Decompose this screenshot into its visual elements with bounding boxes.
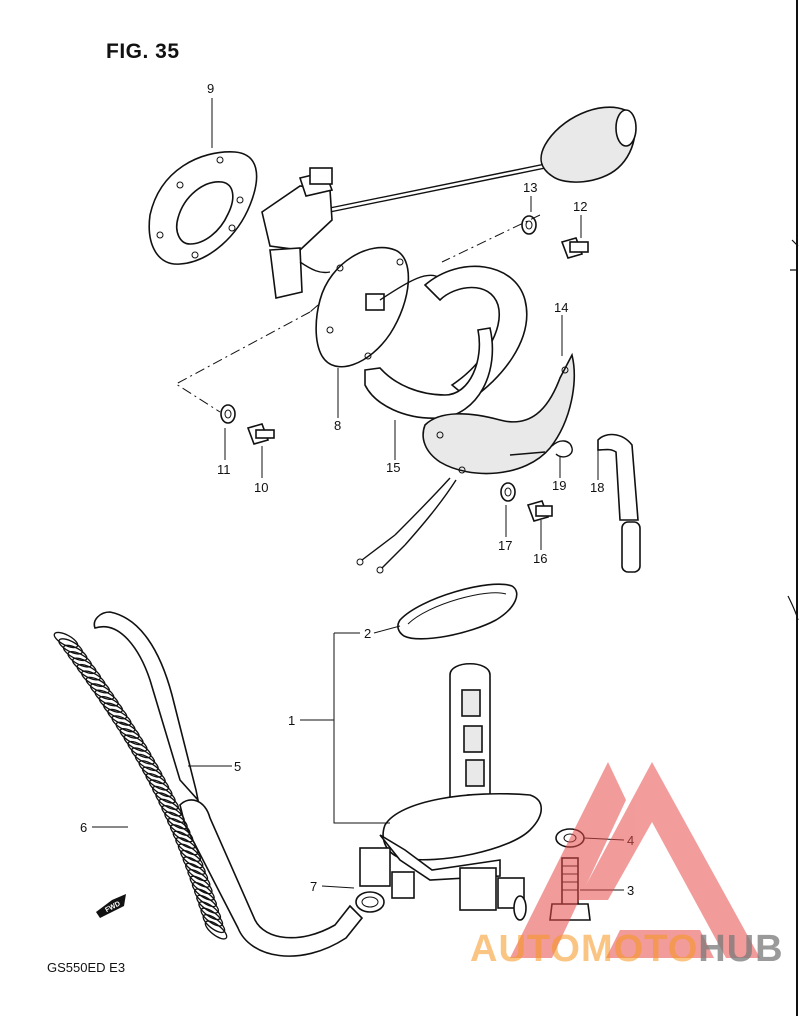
washer-13-part	[521, 215, 537, 235]
callout-11: 11	[217, 462, 231, 477]
bolt-12-part	[560, 237, 589, 259]
fwd-arrow-icon: FWD	[96, 894, 126, 918]
spring-coil	[107, 708, 132, 726]
spring-coil	[115, 721, 140, 739]
spring-coil	[204, 920, 228, 940]
callout-13: 13	[523, 180, 537, 195]
callout-5: 5	[234, 759, 241, 774]
spring-coil	[76, 663, 102, 681]
spring-coil	[89, 683, 115, 701]
clip-19-part	[551, 440, 573, 458]
callout-brackets	[300, 625, 401, 824]
spring-guard-part	[53, 631, 228, 940]
spring-coil	[131, 747, 156, 765]
leader-lines	[92, 98, 625, 891]
spring-coil	[81, 670, 106, 688]
spring-coil	[53, 631, 79, 649]
model-code-label: GS550ED E3	[47, 960, 126, 975]
spring-coil	[145, 772, 170, 791]
spring-coil	[67, 651, 93, 668]
callout-9: 9	[207, 81, 214, 96]
tube-guard-part	[364, 265, 528, 419]
spring-coil	[72, 657, 97, 675]
gasket-ring-part	[148, 151, 258, 265]
callout-1: 1	[288, 713, 295, 728]
callout-3: 3	[627, 883, 634, 898]
clamp-7-part	[355, 891, 385, 913]
watermark-text-part2: HUB	[698, 928, 784, 970]
watermark-logo	[510, 762, 760, 958]
spring-coil	[127, 740, 152, 759]
callout-8: 8	[334, 418, 341, 433]
spring-coil	[58, 638, 83, 655]
fuel-hose-part	[93, 611, 364, 957]
spring-coil	[119, 728, 144, 746]
spring-coil	[85, 676, 111, 694]
callout-10: 10	[254, 480, 268, 495]
spring-coil	[141, 766, 166, 785]
callout-16: 16	[533, 551, 547, 566]
o-ring-part	[397, 583, 518, 640]
spring-coil	[158, 798, 182, 817]
fuel-cock-assembly-part	[359, 663, 543, 921]
cover-part	[356, 352, 575, 574]
callout-labels: 9 8 15 11 10 13 12 14 17 16 19 18 2 1 5 …	[80, 81, 634, 898]
spring-coil	[152, 785, 176, 804]
watermark-text: AUTOMOTOHUB	[470, 928, 784, 971]
callout-2: 2	[364, 626, 371, 641]
fwd-label: FWD	[104, 900, 121, 914]
spring-coil	[62, 644, 88, 662]
bolt-10-part	[246, 423, 275, 445]
washer-17-part	[500, 482, 516, 502]
callout-18: 18	[590, 480, 604, 495]
fuel-sender-unit-part	[261, 106, 637, 368]
stray-mark	[787, 239, 799, 621]
spring-coil	[134, 753, 159, 772]
callout-17: 17	[498, 538, 512, 553]
callout-15: 15	[386, 460, 400, 475]
spring-coil	[103, 702, 128, 720]
spring-coil	[148, 779, 173, 798]
spring-coil	[111, 715, 136, 733]
spring-coil	[123, 734, 148, 752]
reference-lines	[175, 214, 541, 413]
spring-coil	[98, 695, 124, 713]
callout-19: 19	[552, 478, 566, 493]
watermark-text-part1: AUTOMOTO	[470, 928, 699, 970]
spring-coil	[94, 689, 119, 707]
bolt-16-part	[526, 500, 553, 522]
washer-11-part	[220, 404, 236, 424]
figure-title: FIG. 35	[106, 40, 180, 63]
hose-18-part	[597, 433, 641, 573]
callout-6: 6	[80, 820, 87, 835]
callout-14: 14	[554, 300, 568, 315]
spring-coil	[155, 792, 179, 811]
spring-coil	[138, 760, 163, 778]
callout-7: 7	[310, 879, 317, 894]
callout-12: 12	[573, 199, 587, 214]
